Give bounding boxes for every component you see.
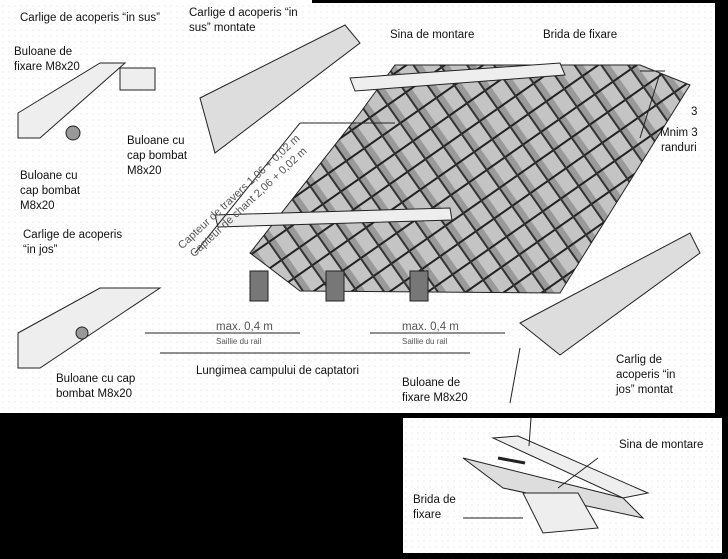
label-bolts-fix-top: Buloane de fixare M8x20: [14, 46, 80, 73]
label-field-length: Lungimea campului de captatori: [196, 365, 360, 377]
label-hook-up-mounted: Carlige d acoperis “in sus” montate: [189, 7, 298, 34]
roof-tiles: [249, 64, 691, 294]
hook-up-mounted-illustration: [199, 24, 361, 154]
label-clamp: Brida de fixare: [543, 29, 618, 41]
label-rail: Sina de montare: [390, 29, 475, 41]
label-saillie-left: Saillie du rail: [216, 337, 262, 346]
label-bolts-dome-mid: Buloane cu cap bombat M8x20: [127, 135, 188, 177]
detail-panel: Sina de montare Brida de fixare: [403, 418, 722, 553]
label-max-left: max. 0,4 m: [216, 321, 273, 333]
hook-down-mounted-illustration: [519, 232, 701, 356]
label-hook-down: Carlige de acoperis “in jos”: [23, 229, 123, 256]
mounting-rail-bottom: [214, 207, 453, 228]
mounting-rail-top: [349, 62, 566, 92]
hook-up-illustration: [17, 62, 127, 139]
rail-clamp-detail-illustration: [462, 418, 650, 534]
label-min-rows: Mnim 3 randuri: [660, 127, 698, 154]
label-bolts-dome-left: Buloane cu cap bombat M8x20: [20, 170, 81, 212]
background: [0, 0, 312, 4]
label-bolts-fix-bottom: Buloane de fixare M8x20: [402, 377, 468, 404]
label-saillie-right: Saillie du rail: [402, 337, 448, 346]
label-max-right: max. 0,4 m: [402, 321, 459, 333]
label-hook-down-mounted: Carlig de acoperis “in jos” montat: [616, 354, 676, 396]
label-detail-rail: Sina de montare: [619, 439, 704, 451]
roof-illustration: [17, 24, 701, 404]
hook-down-illustration: [17, 287, 162, 369]
label-detail-clamp: Brida de fixare: [413, 494, 456, 521]
main-diagram-panel: Carlige de acoperis “in sus” Carlige d a…: [0, 3, 715, 413]
label-hook-up: Carlige de acoperis “in sus”: [20, 12, 160, 24]
label-min-rows-number: 3: [691, 106, 698, 118]
label-bolts-dome-bottom: Buloane cu cap bombat M8x20: [56, 373, 136, 400]
